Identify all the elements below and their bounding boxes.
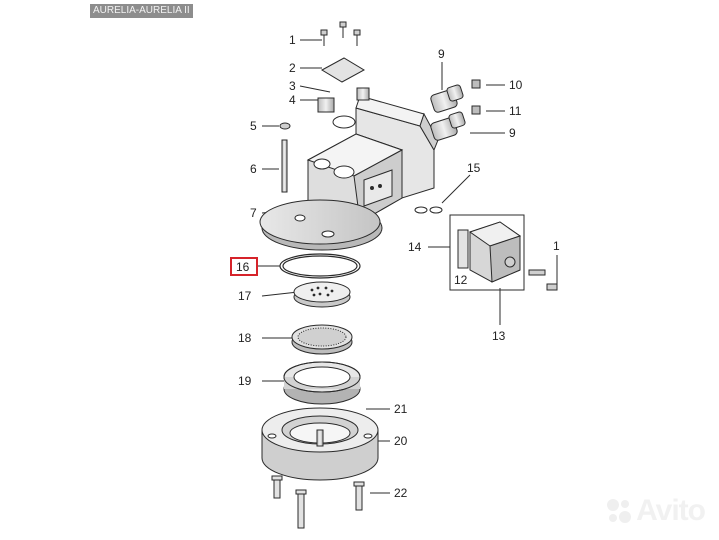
callout-10: 10 — [509, 78, 523, 92]
screws-22 — [271, 475, 365, 529]
highlight-box-part-16 — [230, 257, 258, 276]
callout-3: 3 — [289, 79, 296, 93]
callout-labels: 1 2 3 4 5 6 7 9 10 11 9 15 14 12 13 1 16… — [236, 33, 560, 500]
callout-19: 19 — [238, 374, 252, 388]
callout-17: 17 — [238, 289, 252, 303]
callout-15: 15 — [467, 161, 481, 175]
model-tag: AURELIA-AURELIA II — [90, 4, 193, 18]
flange-plate — [259, 199, 383, 251]
callout-1-right: 1 — [553, 239, 560, 253]
callout-18: 18 — [238, 331, 252, 345]
leader-lines — [258, 39, 558, 494]
callout-16: 16 — [236, 260, 250, 274]
callout-2: 2 — [289, 61, 296, 75]
callout-22: 22 — [394, 486, 408, 500]
ring-19 — [283, 361, 361, 405]
callout-12: 12 — [454, 273, 468, 287]
fittings — [414, 79, 481, 214]
avito-watermark: Avito — [604, 494, 706, 528]
solenoid-coil — [449, 214, 558, 291]
callout-9-lower: 9 — [509, 126, 516, 140]
callout-1-top: 1 — [289, 33, 296, 47]
callout-11: 11 — [509, 104, 522, 118]
shower-disc-17 — [293, 281, 351, 308]
callout-14: 14 — [408, 240, 422, 254]
avito-dots-icon — [607, 499, 632, 523]
callout-5: 5 — [250, 119, 257, 133]
callout-9-upper: 9 — [438, 47, 445, 61]
callout-20: 20 — [394, 434, 408, 448]
callout-6: 6 — [250, 162, 257, 176]
group-head-21 — [261, 407, 379, 481]
screen-18 — [291, 324, 353, 355]
callout-13: 13 — [492, 329, 506, 343]
callout-7: 7 — [250, 206, 257, 220]
top-cover-parts — [279, 21, 370, 193]
watermark-text: Avito — [636, 494, 706, 527]
callout-21: 21 — [394, 402, 408, 416]
callout-4: 4 — [289, 93, 296, 107]
gasket-16 — [279, 253, 361, 279]
